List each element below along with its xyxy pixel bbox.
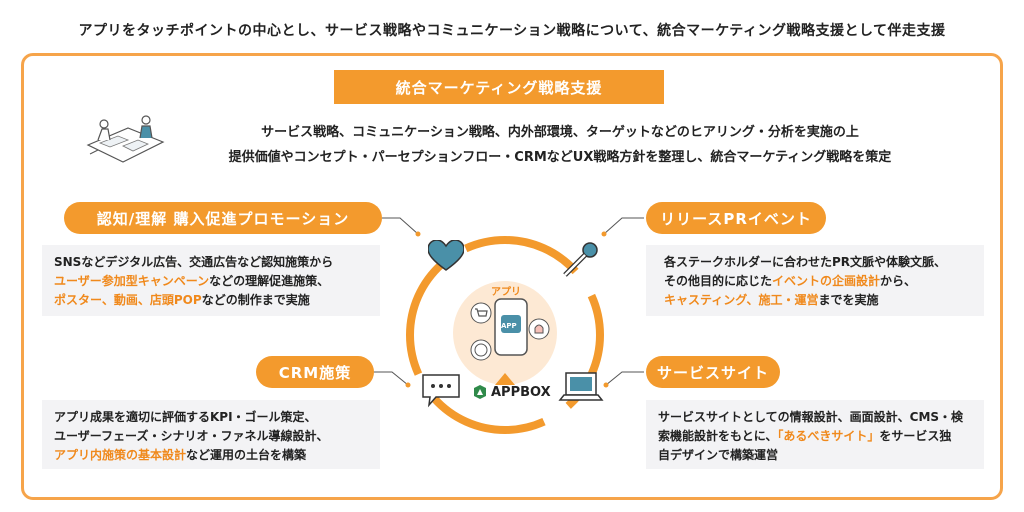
appbox-brand: APPBOX <box>473 380 563 404</box>
promotion-title: 認知/理解 購入促進プロモーション <box>64 202 382 234</box>
planning-desk-illustration <box>86 115 165 163</box>
service-site-line-2: 索機能設計をもとに、「あるべきサイト」をサービス独 <box>658 427 972 446</box>
crm-line-2: ユーザーフェーズ・シナリオ・ファネル導線設計、 <box>54 429 329 443</box>
appbox-brand-text: APPBOX <box>491 384 551 400</box>
app-label: アプリ <box>491 287 521 298</box>
strategy-frame <box>21 53 1003 500</box>
crm-description: アプリ成果を適切に評価するKPI・ゴール策定、 ユーザーフェーズ・シナリオ・ファ… <box>42 400 380 469</box>
heart-icon <box>428 240 464 271</box>
promotion-line-3-text: などの制作まで実施 <box>201 293 310 307</box>
crm-line-1: アプリ成果を適切に評価するKPI・ゴール策定、 <box>54 410 317 424</box>
promotion-description: SNSなどデジタル広告、交通広告など認知施策から ユーザー参加型キャンペーンなど… <box>42 245 380 316</box>
chat-bubble-icon <box>422 374 460 408</box>
promotion-line-2: ユーザー参加型キャンペーンなどの理解促進施策、 <box>54 272 368 291</box>
promotion-highlight-1: ユーザー参加型キャンペーン <box>54 274 210 288</box>
crm-line-3: アプリ内施策の基本設計など運用の土台を構築 <box>54 446 368 465</box>
service-site-line-2-a: 索機能設計をもとに、 <box>658 429 778 443</box>
appbox-logo-icon <box>474 385 486 399</box>
microphone-icon <box>563 242 598 277</box>
pr-event-line-2-b: から、 <box>880 274 917 288</box>
pr-event-line-3-text: までを実施 <box>818 293 879 307</box>
pr-event-title: リリースPRイベント <box>646 202 826 234</box>
strategy-summary: サービス戦略、コミュニケーション戦略、内外部環境、ターゲットなどのヒアリング・分… <box>150 120 970 170</box>
pr-event-line-1: 各ステークホルダーに合わせたPR文脈や体験文脈、 <box>664 255 947 269</box>
service-site-description: サービスサイトとしての情報設計、画面設計、CMS・検 索機能設計をもとに、「ある… <box>646 400 984 469</box>
pr-event-line-2-a: その他目的に応じた <box>664 274 773 288</box>
laptop-icon <box>558 372 604 401</box>
pr-event-line-2: その他目的に応じたイベントの企画設計から、 <box>664 272 972 291</box>
pr-event-highlight-2: キャスティング、施工・運営 <box>664 293 819 307</box>
service-site-line-2-b: をサービス独 <box>879 429 952 443</box>
cart-icon <box>470 302 492 324</box>
coin-icon <box>470 339 492 361</box>
smartphone-icon <box>494 298 528 356</box>
pr-event-line-3: キャスティング、施工・運営までを実施 <box>664 291 972 310</box>
service-site-title: サービスサイト <box>646 356 780 388</box>
pr-event-description: 各ステークホルダーに合わせたPR文脈や体験文脈、 その他目的に応じたイベントの企… <box>646 245 984 316</box>
crm-line-3-text: など運用の土台を構築 <box>186 448 307 462</box>
crm-title: CRM施策 <box>256 356 374 388</box>
page-heading: アプリをタッチポイントの中心とし、サービス戦略やコミュニケーション戦略について、… <box>78 23 946 39</box>
promotion-highlight-2: ポスター、動画、店頭POP <box>54 293 202 307</box>
summary-line-1: サービス戦略、コミュニケーション戦略、内外部環境、ターゲットなどのヒアリング・分… <box>261 125 859 140</box>
bell-icon <box>528 318 550 340</box>
summary-line-2: 提供価値やコンセプト・パーセプションフロー・CRMなどUX戦略方針を整理し、統合… <box>228 150 892 165</box>
pr-event-highlight-1: イベントの企画設計 <box>772 274 881 288</box>
service-site-highlight: 「あるべきサイト」 <box>777 429 880 443</box>
promotion-line-1: SNSなどデジタル広告、交通広告など認知施策から <box>54 255 334 269</box>
promotion-line-3: ポスター、動画、店頭POPなどの制作まで実施 <box>54 291 368 310</box>
crm-highlight: アプリ内施策の基本設計 <box>54 448 187 462</box>
service-site-line-1: サービスサイトとしての情報設計、画面設計、CMS・検 <box>658 410 964 424</box>
promotion-line-2-text: などの理解促進施策、 <box>209 274 330 288</box>
phone-app-label: APP <box>501 322 517 330</box>
service-site-line-3: 自デザインで構築運営 <box>658 448 779 462</box>
strategy-banner: 統合マーケティング戦略支援 <box>334 70 664 104</box>
